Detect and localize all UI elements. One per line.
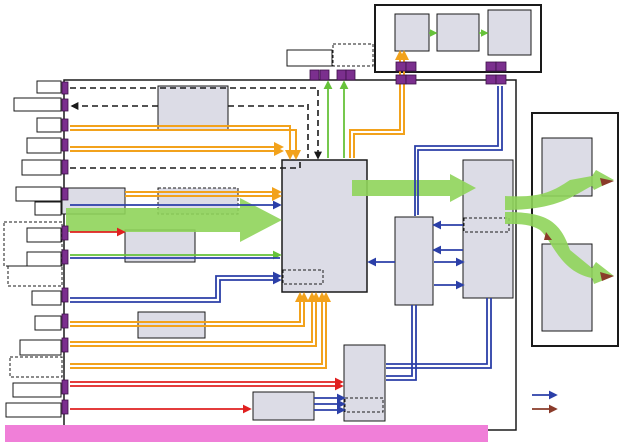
top-label-box xyxy=(286,49,333,67)
green-flow-processor-out xyxy=(352,174,476,202)
connector-port xyxy=(61,187,69,201)
top-block-3 xyxy=(487,9,532,56)
connector-port xyxy=(319,69,330,81)
connector-port xyxy=(405,74,417,85)
blue-signal-lines xyxy=(70,86,558,415)
connector-port xyxy=(495,74,507,85)
connector-port xyxy=(336,69,347,81)
connector-port xyxy=(61,379,69,395)
connector-port xyxy=(61,287,69,303)
connector-port xyxy=(405,61,417,72)
block-bottom-center xyxy=(343,344,386,422)
orange-signal-lines xyxy=(70,50,409,369)
brown-tip-lower xyxy=(600,272,614,281)
bottom-bus-bar xyxy=(5,425,488,442)
connector-port xyxy=(61,81,69,95)
connector-port xyxy=(61,118,69,132)
left-external-boxes xyxy=(5,80,62,418)
connector-port xyxy=(485,74,497,85)
connector-port xyxy=(395,74,407,85)
connector-port xyxy=(309,69,320,81)
connector-port xyxy=(61,313,69,329)
connector-ports xyxy=(61,61,507,415)
connector-port xyxy=(61,337,69,353)
block-right-tall-sub xyxy=(463,217,510,233)
block-processor-subunit xyxy=(282,269,324,285)
green-flow-right-upper xyxy=(505,170,614,210)
connector-port xyxy=(61,98,69,112)
brown-tip-upper xyxy=(600,178,614,186)
connector-port xyxy=(61,225,69,241)
top-block-1 xyxy=(394,13,430,52)
red-signal-lines xyxy=(70,227,344,414)
connector-port xyxy=(61,249,69,265)
block-mid-right xyxy=(394,216,434,306)
connector-port xyxy=(61,159,69,175)
brown-tip-mid1 xyxy=(544,232,552,240)
top-module-frame xyxy=(374,4,542,73)
left-dashed-group-3 xyxy=(9,356,63,378)
right-module-frame xyxy=(531,112,619,347)
top-dashed-box xyxy=(332,43,374,67)
green-flow-right-lower xyxy=(505,212,614,284)
connector-port xyxy=(485,61,497,72)
connector-port xyxy=(495,61,507,72)
dashed-control-lines xyxy=(70,87,322,169)
block-bottom-left xyxy=(252,391,315,421)
block-right-tall xyxy=(462,159,514,299)
connector-port xyxy=(61,138,69,152)
block-upper-left xyxy=(157,85,229,131)
left-dashed-group-2 xyxy=(7,265,63,287)
connector-port xyxy=(395,61,407,72)
connector-port xyxy=(345,69,356,81)
top-block-2 xyxy=(436,13,480,52)
block-processor xyxy=(281,159,368,293)
green-signal-lines xyxy=(70,80,349,260)
connector-port xyxy=(61,399,69,415)
